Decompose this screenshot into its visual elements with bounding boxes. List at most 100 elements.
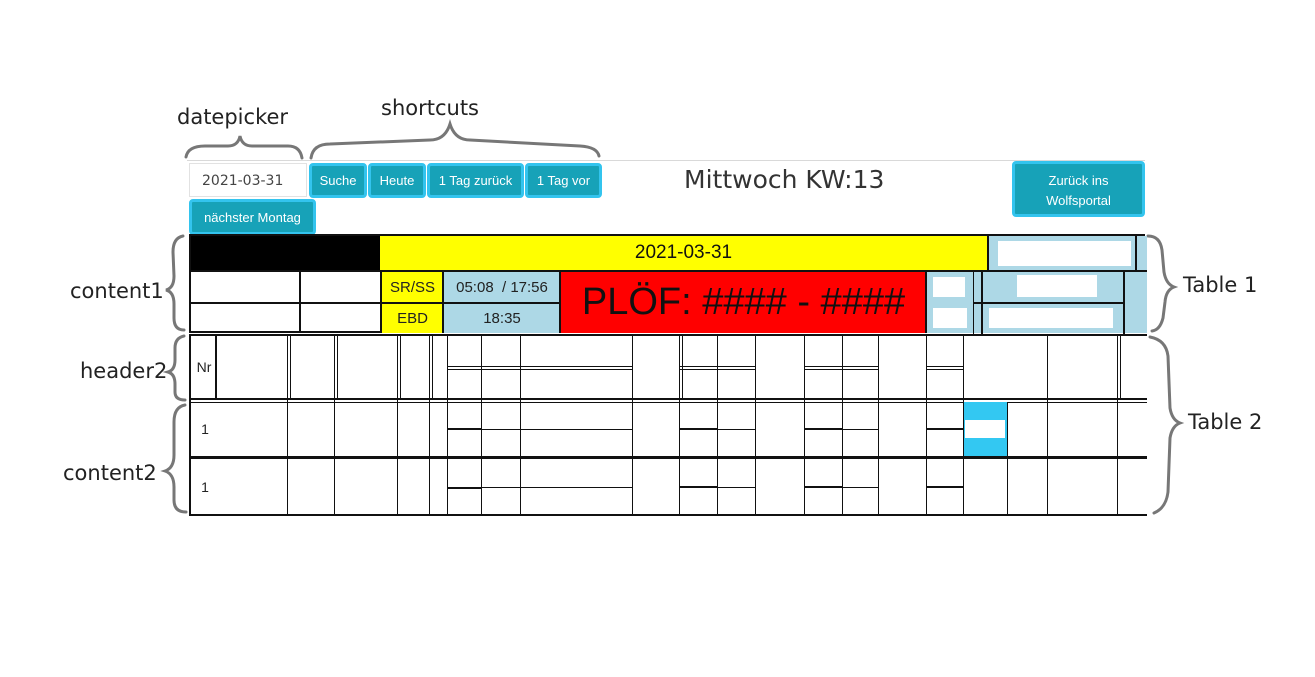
table2-col-border	[842, 334, 843, 516]
table1-blank-field	[989, 308, 1113, 328]
table2-cell-split	[481, 487, 632, 488]
table1-blank-field	[933, 308, 967, 328]
table2-col-border	[717, 334, 718, 516]
table1-empty-cell	[299, 302, 380, 333]
table2-col-border	[1120, 334, 1121, 400]
table2-cell-split	[926, 428, 963, 430]
table1-divider	[973, 302, 1123, 304]
annotation-header2: header2	[80, 359, 168, 383]
table1-empty-cell	[191, 302, 300, 333]
search-button[interactable]: Suche	[309, 163, 367, 198]
brace-table2	[1148, 335, 1185, 515]
annotation-datepicker: datepicker	[177, 105, 289, 129]
table2-col-border	[520, 334, 521, 516]
next-monday-button[interactable]: nächster Montag	[189, 199, 316, 235]
table2-col-border	[679, 334, 680, 516]
brace-header2	[162, 334, 187, 402]
table2-col-border	[632, 334, 633, 516]
table2-col-border	[481, 334, 482, 516]
table2-header-split	[926, 366, 963, 367]
table2-col-border	[963, 334, 964, 516]
table2-row-nr: 1	[201, 421, 209, 437]
table-2: Nr 1 1	[189, 334, 1147, 516]
table2-cell-split	[679, 486, 717, 488]
table2-cell-split	[481, 429, 632, 430]
table2-col-border	[432, 334, 433, 400]
today-button[interactable]: Heute	[368, 163, 426, 198]
table2-col-border	[926, 334, 927, 516]
table2-cell-split	[804, 486, 842, 488]
table2-col-border	[215, 334, 217, 400]
ebd-value: 18:35	[442, 302, 560, 333]
back-button-line1: Zurück ins	[1048, 173, 1109, 188]
table2-header-nr: Nr	[196, 359, 212, 375]
table1-blue-area	[925, 270, 1147, 335]
table2-header-split	[447, 366, 632, 367]
table-1: 2021-03-31 SR/SS 05:08 / 17:56 EBD 18:35…	[189, 234, 1147, 335]
previous-day-button[interactable]: 1 Tag zurück	[427, 163, 524, 198]
table2-cell-split	[842, 487, 878, 488]
table1-divider	[1135, 236, 1137, 270]
table2-highlight-cell	[963, 402, 1007, 456]
table2-col-border	[682, 334, 683, 400]
brace-shortcuts	[309, 118, 601, 160]
table2-col-border	[287, 334, 288, 516]
sunrise-sunset-label: SR/SS	[380, 270, 443, 302]
table1-black-cell	[191, 236, 380, 270]
table2-header-split	[926, 369, 963, 370]
table2-col-border	[429, 334, 430, 516]
table2-col-border	[337, 334, 338, 400]
page-title: Mittwoch KW:13	[684, 165, 885, 194]
table2-cell-split	[717, 429, 755, 430]
table2-col-border	[804, 334, 805, 516]
date-picker-input[interactable]: 2021-03-31	[189, 163, 307, 197]
table1-blank-field	[998, 241, 1131, 266]
annotation-content1: content1	[70, 279, 164, 303]
brace-table1	[1146, 234, 1179, 333]
table2-cell-split	[842, 429, 878, 430]
table2-top-border	[191, 334, 1147, 336]
table2-cell-split	[447, 487, 481, 489]
table2-highlight-field	[965, 420, 1005, 438]
table2-cell-split	[717, 487, 755, 488]
table2-cell-split	[447, 428, 481, 430]
table2-col-border	[397, 334, 398, 516]
table2-cell-split	[804, 428, 842, 430]
table1-blue-cell-top	[987, 236, 1147, 270]
table2-cell-split	[926, 486, 963, 488]
annotation-shortcuts: shortcuts	[381, 96, 479, 120]
table2-row-nr: 1	[201, 479, 209, 495]
table2-col-border	[755, 334, 756, 516]
toolbar	[187, 160, 1145, 237]
table2-header-border	[191, 402, 1147, 403]
table1-blank-field	[1017, 275, 1097, 297]
table2-header-split	[447, 369, 632, 370]
annotation-content2: content2	[63, 461, 157, 485]
table1-date-cell: 2021-03-31	[380, 236, 987, 270]
table2-col-border	[1047, 334, 1048, 516]
annotation-table2: Table 2	[1188, 410, 1263, 434]
table2-col-border	[1117, 334, 1118, 516]
table1-empty-cell	[299, 270, 380, 302]
ebd-label: EBD	[380, 302, 443, 333]
sunrise-sunset-value: 05:08 / 17:56	[442, 270, 560, 302]
table2-col-border	[447, 334, 448, 516]
table1-blank-field	[933, 277, 965, 297]
table1-empty-cell	[191, 270, 300, 302]
table2-cell-split	[679, 428, 717, 430]
brace-datepicker	[184, 135, 304, 160]
table2-col-border	[400, 334, 401, 400]
annotation-table1: Table 1	[1183, 273, 1258, 297]
ploef-cell: PLÖF: #### - ####	[559, 270, 926, 333]
table2-col-border	[290, 334, 291, 400]
table1-divider	[1123, 272, 1125, 335]
table2-header-split	[804, 369, 878, 370]
back-button-line2: Wolfsportal	[1046, 193, 1111, 208]
next-day-button[interactable]: 1 Tag vor	[525, 163, 602, 198]
back-to-portal-button[interactable]: Zurück ins Wolfsportal	[1012, 161, 1145, 217]
table2-row-border	[191, 456, 1147, 459]
table2-col-border	[878, 334, 879, 516]
table2-header-split	[804, 366, 878, 367]
table2-col-border	[334, 334, 335, 516]
